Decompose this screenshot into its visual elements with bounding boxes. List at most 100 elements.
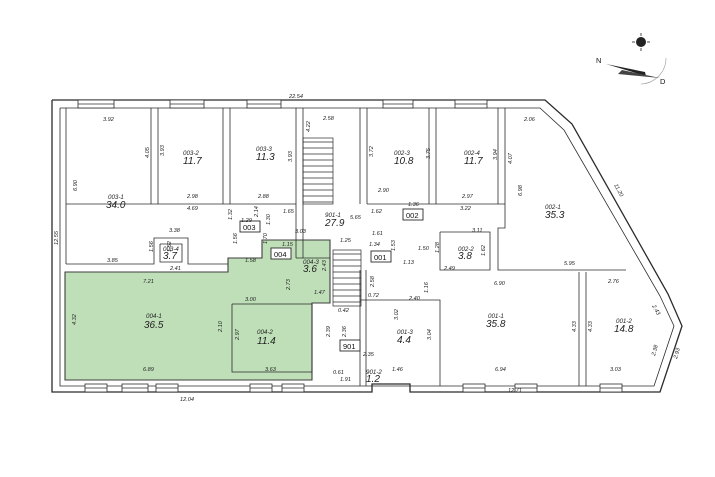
dimension-label: 1.25 (340, 238, 352, 244)
dimension-label: 0.72 (368, 293, 380, 299)
room-labels: 003-1 34.0 003-2 11.7 003-3 11.3 002-3 1… (106, 146, 634, 385)
room-area: 27.9 (324, 218, 345, 229)
dimension-label: 2.41 (169, 266, 181, 272)
dimension-label: 6.90 (73, 179, 79, 191)
unit-tags: 003 004 001 002 901 (239, 208, 424, 352)
dimension-label: 1.50 (418, 246, 430, 252)
dimension-label: 2.97 (235, 328, 241, 341)
room-id: 002-2 (458, 246, 474, 253)
dimension-label: 3.04 (427, 329, 433, 340)
room-area: 35.3 (545, 210, 565, 221)
compass: N D (596, 31, 667, 86)
room-area: 10.8 (394, 156, 414, 167)
dimension-label: 2.39 (326, 326, 332, 338)
dimension-label: 4.07 (508, 152, 514, 164)
dimension-label: 3.92 (103, 117, 115, 123)
dimension-label: 5.65 (350, 215, 362, 221)
room-id: 901-2 (366, 369, 382, 376)
room-area: 34.0 (106, 200, 126, 211)
room-id: 001-3 (397, 329, 413, 336)
dimension-label: 1.70 (263, 232, 269, 244)
dimension-label: 0.61 (333, 370, 344, 376)
dimension-label: 1.56 (233, 232, 239, 244)
dimension-label: 1.15 (282, 242, 294, 248)
dimension-label: 4.33 (588, 320, 594, 332)
room-area: 4.4 (397, 335, 411, 346)
dimension-label: 1.53 (391, 239, 397, 251)
dimension-label: 3.38 (169, 228, 181, 234)
unit-tag-001: 001 (374, 253, 387, 262)
dimension-label: 1.28 (435, 241, 441, 253)
room-id: 004-3 (303, 259, 319, 266)
dimension-label: 4.22 (306, 120, 312, 132)
dimension-label: 3.63 (265, 367, 277, 373)
dimension-label: 1.36 (408, 202, 420, 208)
room-area: 11.4 (257, 336, 276, 347)
dimension-label: 6.98 (518, 184, 524, 196)
dimension-label: 2.58 (370, 275, 376, 288)
room-area: 1.2 (366, 374, 380, 385)
dimension-label: 2.58 (322, 116, 335, 122)
interior-walls (65, 108, 626, 386)
dimension-label: 1.52 (167, 240, 173, 252)
room-id: 004-2 (257, 329, 273, 336)
dimension-label: 2.97 (461, 194, 474, 200)
dimension-label: 4.33 (572, 320, 578, 332)
dimension-label: 12.55 (54, 230, 60, 245)
dimension-label: 22.54 (288, 94, 303, 100)
sun-icon (636, 37, 646, 47)
unit-tag-901: 901 (343, 342, 356, 351)
dimension-label: 6.90 (494, 281, 506, 287)
room-area: 11.3 (256, 152, 275, 163)
dimension-label: 1.16 (424, 281, 430, 293)
dimension-label: 3.02 (394, 308, 400, 320)
unit-tag-003: 003 (243, 223, 256, 232)
dimension-label: 2.49 (443, 266, 455, 272)
room-id: 003-3 (256, 146, 272, 153)
room-area: 35.8 (486, 319, 506, 330)
dimension-label: 7.21 (143, 279, 154, 285)
dimension-label: 3.93 (160, 144, 166, 156)
room-id: 901-1 (325, 212, 341, 219)
dimension-label: 12.71 (508, 388, 522, 394)
dimension-label: 1.13 (403, 260, 415, 266)
room-area: 3.7 (163, 251, 177, 262)
dimension-label: 3.22 (460, 206, 472, 212)
dimension-label: 4.32 (72, 313, 78, 325)
windows (77, 99, 623, 393)
compass-south-label: D (660, 77, 666, 86)
dimension-label: 4.05 (145, 146, 151, 158)
dimension-label: 1.46 (392, 367, 404, 373)
room-id: 001-1 (488, 313, 504, 320)
dimension-labels: 22.54 12.04 12.71 3.92 2.98 2.88 2.58 2.… (103, 94, 622, 403)
dimension-label: 1.58 (245, 258, 257, 264)
dimension-label: 1.32 (228, 208, 234, 220)
dimension-label: 3.94 (493, 149, 499, 160)
room-area: 3.6 (303, 264, 317, 275)
dimension-label: 2.36 (342, 325, 348, 338)
dimension-label: 3.75 (426, 147, 432, 159)
compass-north-label: N (596, 56, 601, 65)
dimension-label: 5.95 (564, 261, 576, 267)
room-area: 14.8 (614, 324, 634, 335)
dimension-label: 0.42 (338, 308, 350, 314)
dimension-label: 1.91 (340, 377, 351, 383)
room-id: 002-4 (464, 150, 480, 157)
dimension-label: 2.98 (186, 194, 199, 200)
room-id: 004-1 (146, 313, 162, 320)
dimension-label: 1.30 (266, 213, 272, 225)
unit-tag-002: 002 (406, 211, 419, 220)
room-area: 11.7 (464, 156, 483, 167)
dimension-label: 1.29 (241, 218, 252, 224)
dimension-label: 2.35 (362, 352, 375, 358)
dimension-label: 3.03 (295, 229, 307, 235)
dimension-label: 1.65 (283, 209, 295, 215)
room-id: 003-1 (108, 194, 124, 201)
dimension-label: 2.43 (322, 259, 328, 272)
dimension-label: 11.20 (612, 183, 624, 199)
unit-004-highlight (64, 239, 331, 381)
dimension-label: 2.40 (408, 296, 421, 302)
dimension-label: 2.76 (607, 279, 620, 285)
room-id: 002-3 (394, 150, 410, 157)
